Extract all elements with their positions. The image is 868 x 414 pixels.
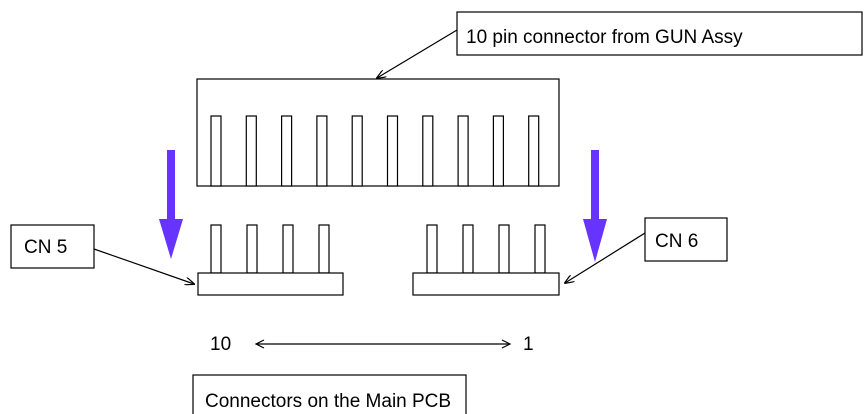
main-pcb-caption-text: Connectors on the Main PCB (205, 391, 451, 412)
arrow-shaft (167, 150, 175, 219)
cn5-leader-line (93, 248, 194, 284)
arrow-shaft (591, 150, 599, 219)
cn6-pins (426, 224, 546, 274)
gun-connector-callout-box (456, 11, 863, 56)
pin-direction-left-arrowhead (254, 339, 265, 349)
cn6-label: CN 6 (655, 231, 698, 252)
cn6-pin (534, 224, 546, 274)
cn5-pin (282, 224, 294, 274)
cn6-leader-line (565, 232, 646, 283)
gun-connector-pin (422, 115, 434, 187)
arrow-head (583, 219, 607, 262)
cn5-pin (318, 224, 330, 274)
gun-connector-leader-line (377, 29, 458, 78)
cn5-pin (246, 224, 258, 274)
cn6-callout-box (644, 217, 728, 262)
cn5-label: CN 5 (24, 237, 67, 258)
gun-connector-callout-text: 10 pin connector from GUN Assy (466, 27, 743, 48)
cn5-pin (210, 224, 222, 274)
cn5-pins (210, 224, 330, 274)
down-arrow-icon (159, 150, 183, 259)
gun-connector-pin (351, 115, 363, 187)
gun-connector-pin (492, 115, 504, 187)
gun-connector-pin (386, 115, 399, 187)
cn6-pin (462, 224, 474, 274)
gun-connector-pin (528, 115, 540, 187)
gun-connector-pins (210, 115, 540, 187)
down-arrow-icon (583, 150, 607, 262)
gun-connector-pin (245, 115, 257, 187)
cn5-callout-box (10, 224, 95, 269)
pin-number-right: 1 (523, 334, 534, 355)
pin-direction-right-arrowhead (501, 339, 512, 349)
gun-connector-pin (210, 115, 222, 187)
gun-connector-pin (281, 115, 293, 187)
pin-number-left: 10 (210, 334, 231, 355)
main-pcb-caption-box (192, 374, 467, 414)
cn6-pin (498, 224, 510, 274)
gun-connector-pin (457, 115, 469, 187)
arrow-head (159, 219, 183, 259)
cn6-connector-base (412, 272, 560, 296)
cn5-connector-base (197, 272, 344, 296)
cn6-pin (426, 224, 438, 274)
gun-connector-pin (316, 115, 328, 187)
